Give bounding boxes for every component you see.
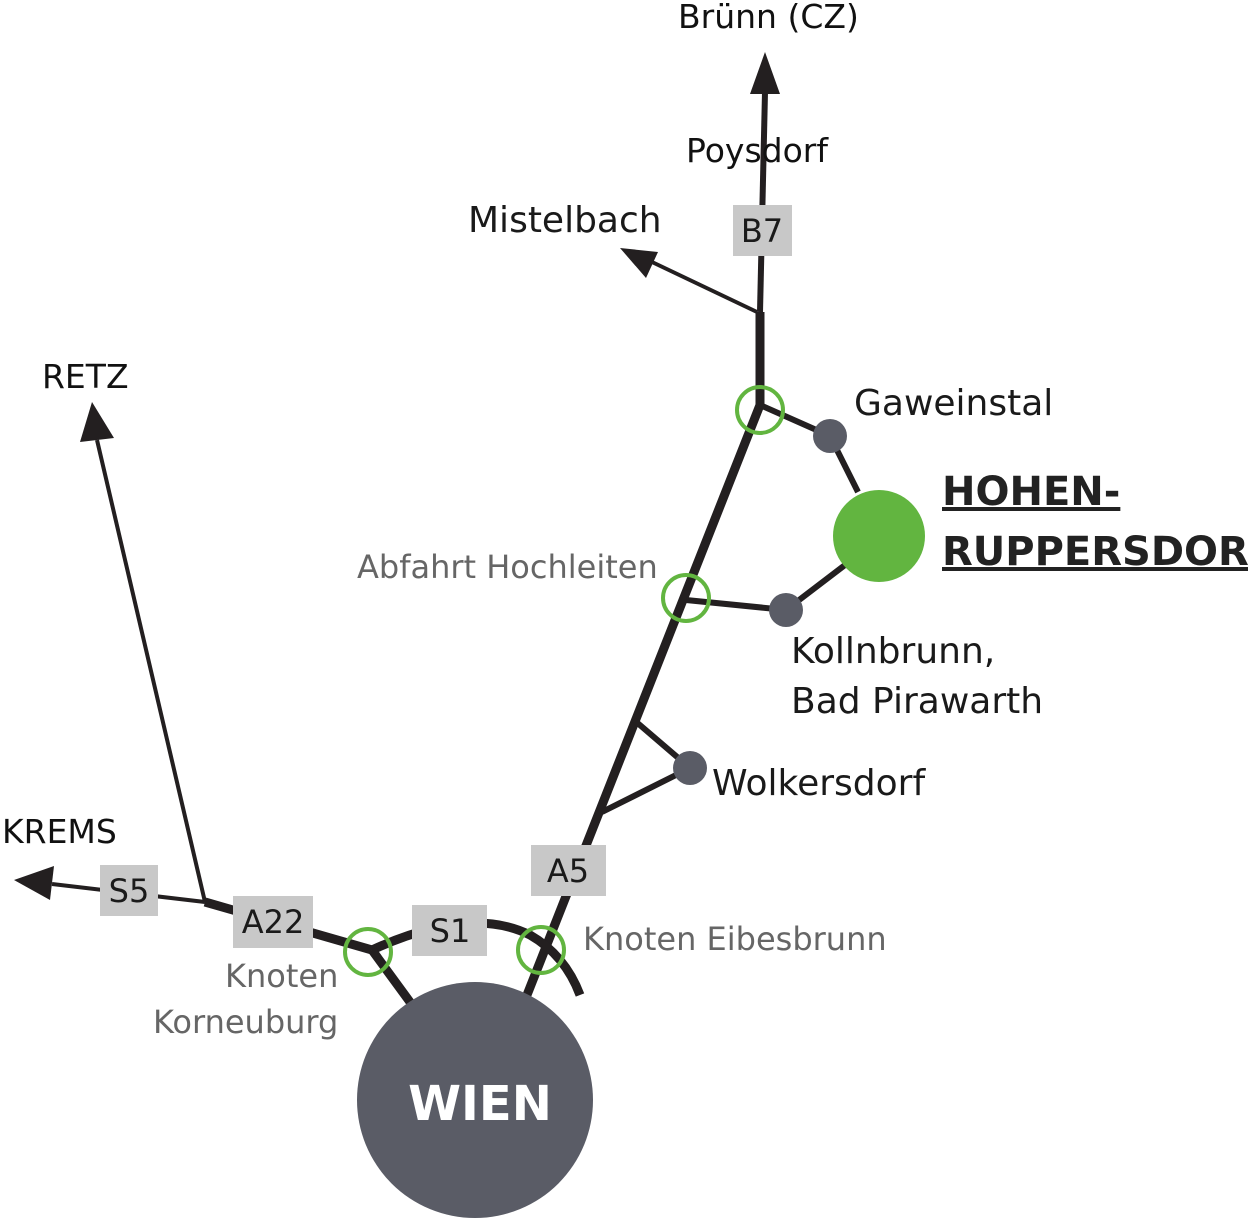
destination-marker [833, 490, 925, 582]
badge-s1: S1 [412, 905, 487, 956]
city-wien-marker [357, 982, 593, 1218]
svg-text:B7: B7 [741, 212, 783, 250]
junction-eibesbrunn [516, 925, 566, 975]
svg-text:A22: A22 [242, 903, 305, 941]
label-kollnbrunn-line1: Kollnbrunn, [791, 631, 995, 672]
junction-gaweinstal [735, 385, 785, 435]
label-korneuburg-line2: Korneuburg [153, 1003, 338, 1041]
badge-a22: A22 [233, 896, 313, 948]
place-dot-wolkersdorf [673, 751, 707, 785]
road-korneuburg-wien [368, 947, 414, 1005]
badge-s5: S5 [100, 865, 158, 916]
arrow-retz-icon [80, 402, 114, 442]
arrow-mistelbach-icon [620, 248, 658, 278]
city-wien-label: WIEN [408, 1076, 552, 1132]
badge-b7: B7 [733, 205, 792, 256]
arrow-brno-icon [750, 52, 780, 94]
label-gaweinstal: Gaweinstal [854, 383, 1053, 424]
road-retz [95, 439, 207, 903]
destination-title-line2: RUPPERSDORF [942, 529, 1248, 575]
junction-hochleiten [661, 573, 711, 623]
label-wolkersdorf: Wolkersdorf [712, 763, 926, 804]
arrow-krems-icon [14, 866, 54, 900]
label-eibesbrunn: Knoten Eibesbrunn [583, 920, 887, 958]
place-dot-kollnbrunn [769, 593, 803, 627]
badge-a5: A5 [531, 845, 606, 896]
label-korneuburg-line1: Knoten [225, 957, 338, 995]
label-brno: Brünn (CZ) [678, 0, 859, 36]
road-gaweinstal-link [758, 402, 861, 494]
svg-text:S1: S1 [430, 912, 471, 950]
label-mistelbach: Mistelbach [468, 200, 662, 241]
label-poysdorf: Poysdorf [686, 131, 829, 170]
place-dot-gaweinstal [813, 419, 847, 453]
road-mistelbach [651, 260, 758, 314]
road-b7-north [757, 91, 768, 313]
label-hochleiten: Abfahrt Hochleiten [357, 548, 658, 586]
label-retz: RETZ [42, 357, 129, 396]
destination-title-line1: HOHEN- [942, 469, 1120, 515]
svg-text:A5: A5 [547, 852, 589, 890]
road-a5 [522, 403, 765, 997]
label-krems: KREMS [2, 812, 117, 851]
svg-text:S5: S5 [109, 872, 150, 910]
label-kollnbrunn-line2: Bad Pirawarth [791, 681, 1043, 722]
junction-korneuburg [343, 927, 393, 977]
